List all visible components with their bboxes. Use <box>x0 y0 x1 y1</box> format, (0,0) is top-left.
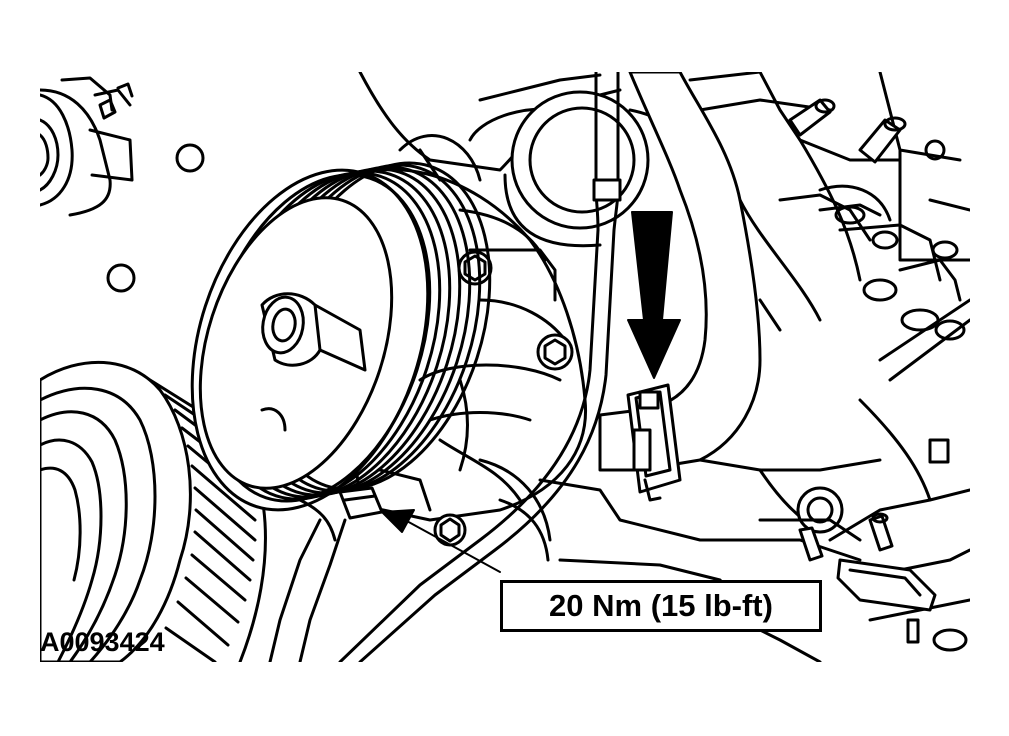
pressure-line <box>338 72 622 662</box>
down-arrow-icon <box>627 211 681 379</box>
hose-clamp <box>626 383 682 502</box>
crank-pulley-upper-left <box>40 76 205 293</box>
bolt-middle <box>536 333 574 371</box>
bolt-upper <box>457 250 493 286</box>
torque-callout: 20 Nm (15 lb-ft) <box>500 580 822 632</box>
torque-callout-text: 20 Nm (15 lb-ft) <box>549 588 773 623</box>
leader-arrow-icon <box>381 509 501 573</box>
figure-id: A0093424 <box>40 627 165 657</box>
large-pulley-lower-left <box>40 360 267 662</box>
bolt-lower <box>433 513 467 547</box>
pump-pulley <box>190 161 492 512</box>
return-hose <box>598 72 822 472</box>
